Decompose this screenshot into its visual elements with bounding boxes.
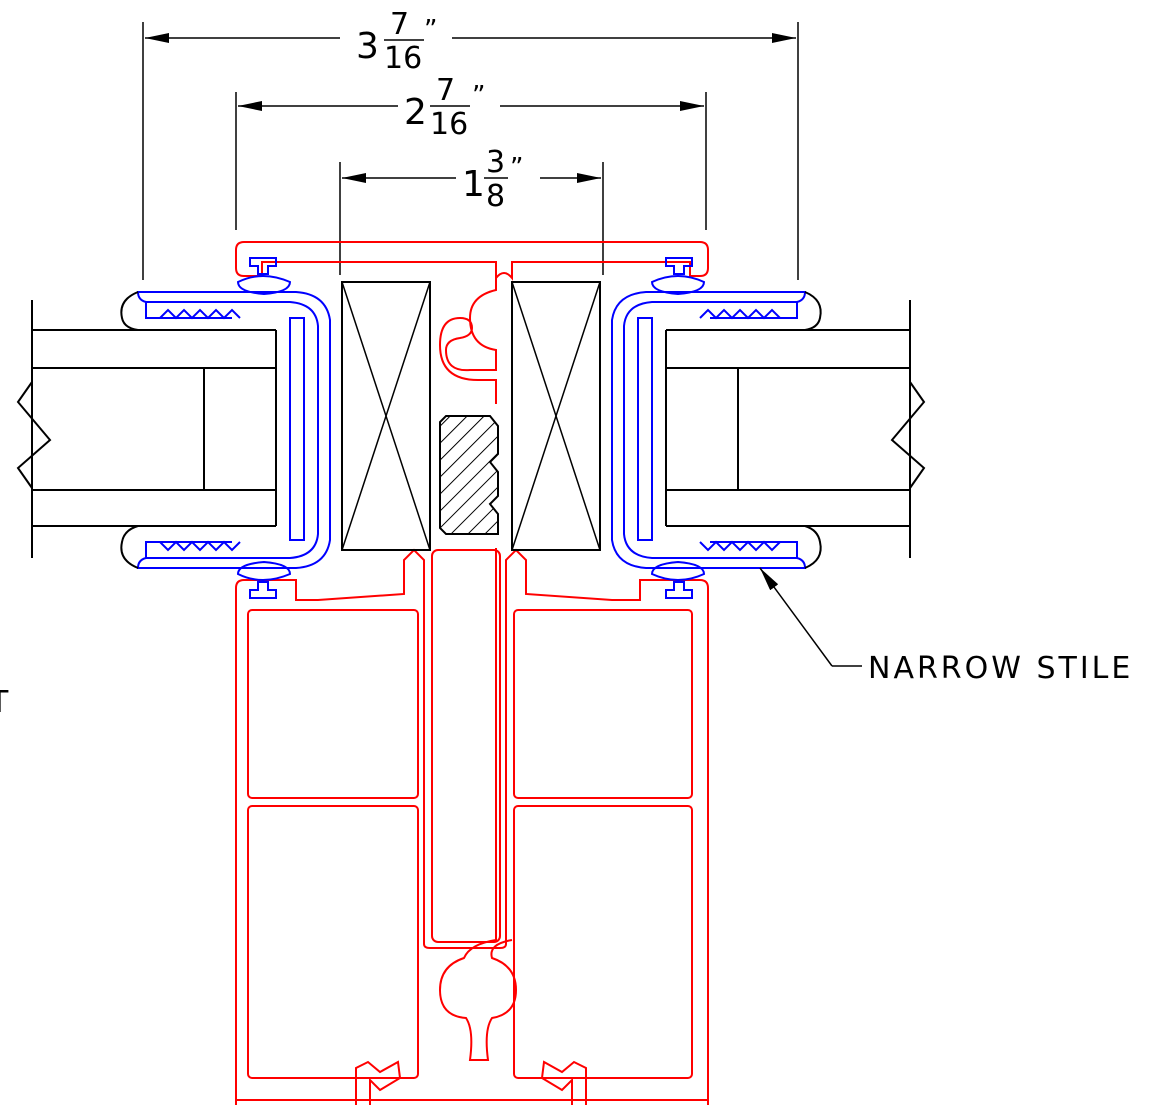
dim-middle-num: 7 xyxy=(436,73,455,108)
thermal-break xyxy=(439,415,499,535)
dim-inner-unit: ” xyxy=(510,153,523,183)
narrow-stile-label: NARROW STILE xyxy=(868,651,1133,686)
dim-overall-whole: 3 xyxy=(356,26,379,67)
dim-middle-whole: 2 xyxy=(404,92,427,133)
dim-overall-den: 16 xyxy=(384,41,422,76)
dimension-inner: 1 3 8 ” xyxy=(339,145,604,275)
cut-off-left-label: T xyxy=(0,685,11,720)
dim-inner-den: 8 xyxy=(486,179,505,214)
dim-overall-num: 7 xyxy=(390,7,409,42)
dim-inner-whole: 1 xyxy=(462,164,485,205)
setting-block-left xyxy=(341,281,431,551)
setting-block-right xyxy=(511,281,601,551)
dimension-middle: 2 7 16 ” xyxy=(235,73,707,230)
dim-overall-unit: ” xyxy=(424,15,437,45)
dim-inner-num: 3 xyxy=(486,145,505,180)
panel-left xyxy=(16,300,277,558)
narrow-stile-callout: NARROW STILE xyxy=(759,567,1133,686)
stile-left xyxy=(120,257,331,599)
frame-mullion xyxy=(235,241,709,1105)
stile-right xyxy=(611,257,822,599)
dim-middle-den: 16 xyxy=(430,107,468,142)
dim-middle-unit: ” xyxy=(472,81,485,111)
panel-right xyxy=(665,300,926,558)
dimension-overall: 3 7 16 ” xyxy=(142,7,799,280)
